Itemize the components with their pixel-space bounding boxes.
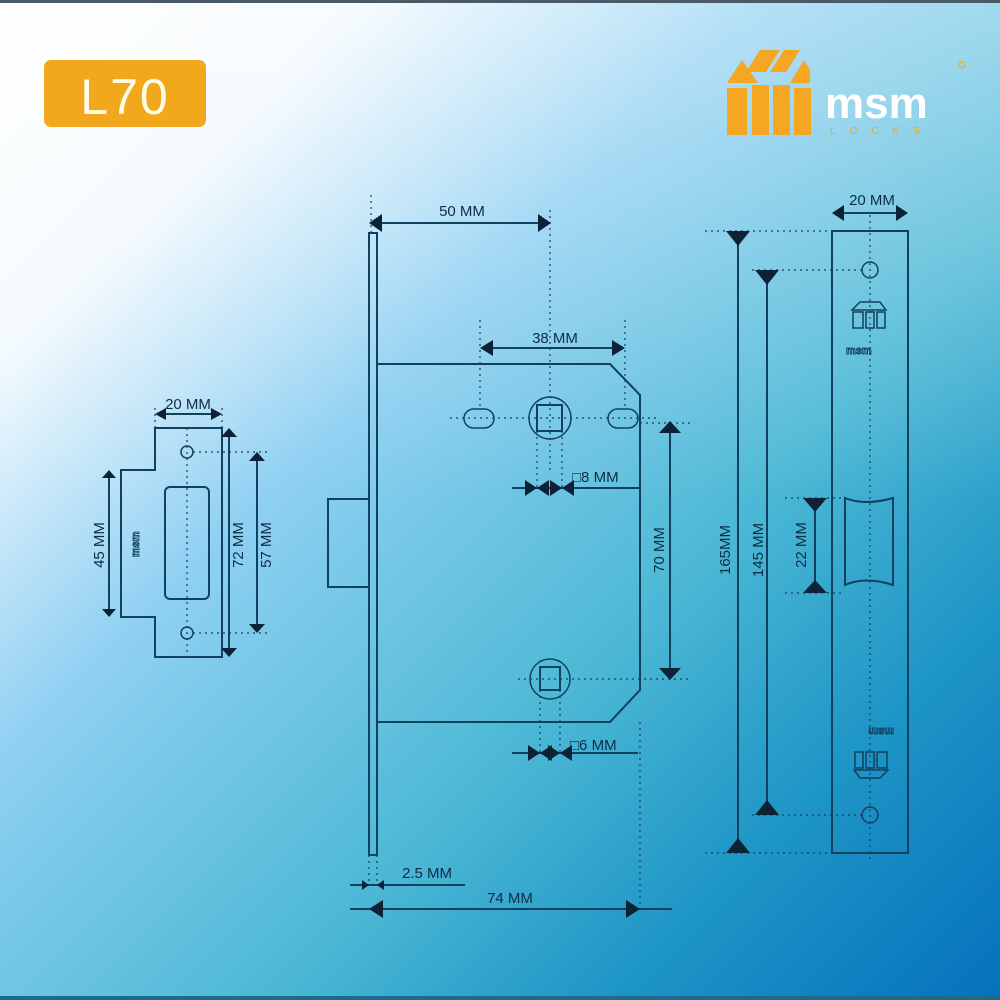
house-logo-icon xyxy=(727,50,811,135)
center-distance-label: 70 MM xyxy=(651,527,668,573)
strike-width-label: 20 MM xyxy=(165,396,211,413)
bottom-border xyxy=(0,996,1000,1000)
model-badge: L70 xyxy=(44,60,206,127)
model-badge-text: L70 xyxy=(80,69,169,125)
faceplate-height-label: 165MM xyxy=(717,525,734,575)
faceplate: msm msm 20 MM 165MM 145 MM xyxy=(705,192,909,860)
brand-sub: LOCKS xyxy=(830,126,934,137)
handle-spacing-label: 38 MM xyxy=(532,330,578,347)
svg-text:msm: msm xyxy=(846,345,872,357)
strike-plate-logo-icon: msm xyxy=(130,531,143,558)
backset-label: 50 MM xyxy=(439,203,485,220)
latch-height-label: 22 MM xyxy=(793,522,810,568)
lock-body: 50 MM 38 MM □8 MM □6 MM 70 MM xyxy=(327,195,690,918)
faceplate-width-label: 20 MM xyxy=(849,192,895,209)
strike-hole-spacing-label: 57 MM xyxy=(258,522,275,568)
faceplate-logo-bottom-icon: msm xyxy=(852,725,894,779)
top-border xyxy=(0,0,1000,3)
faceplate-thickness-label: 2.5 MM xyxy=(402,865,452,882)
brand-name: msm xyxy=(825,79,928,128)
strike-height-label: 72 MM xyxy=(230,522,247,568)
svg-text:msm: msm xyxy=(868,725,894,737)
brand-logo: msm LOCKS xyxy=(727,50,966,137)
svg-text:msm: msm xyxy=(130,531,142,557)
strike-flange-label: 45 MM xyxy=(91,522,108,568)
body-depth-label: 74 MM xyxy=(487,890,533,907)
bolt-spindle-size-label: □6 MM xyxy=(570,737,617,754)
faceplate-logo-top-icon: msm xyxy=(846,301,888,357)
strike-plate: msm 20 MM 45 MM 72 MM 57 MM xyxy=(91,396,275,658)
spindle-size-label: □8 MM xyxy=(572,469,619,486)
screw-spacing-label: 145 MM xyxy=(750,523,767,577)
